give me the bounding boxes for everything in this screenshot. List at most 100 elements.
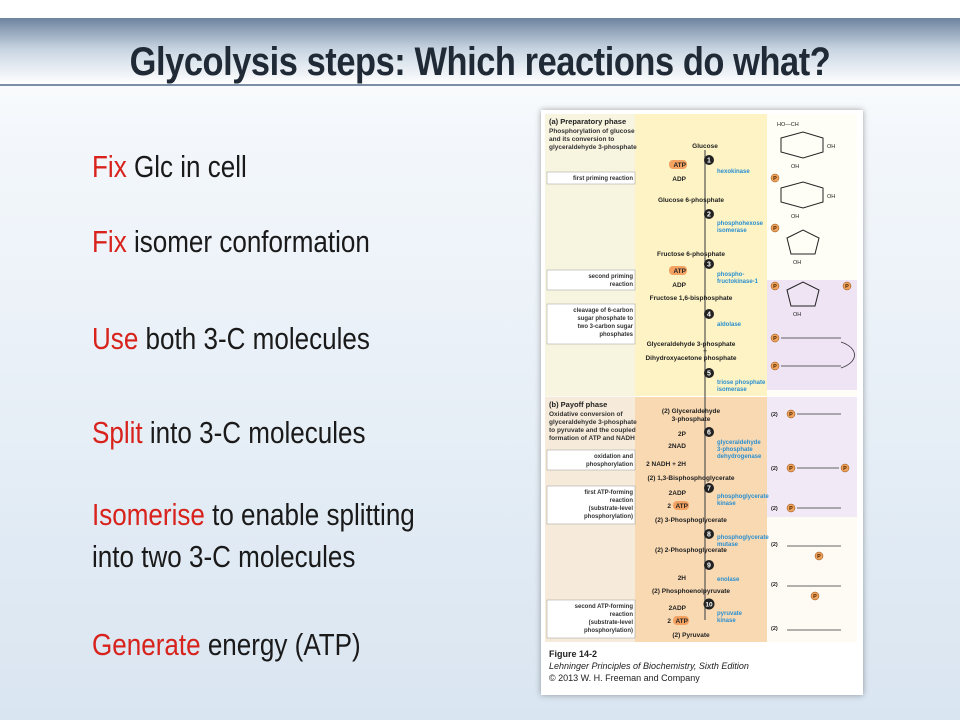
- structure-label: OH: [793, 260, 801, 266]
- phosphate-label: P: [773, 364, 777, 370]
- prep-desc-line: glyceraldehyde 3-phosphate: [549, 144, 637, 151]
- metabolite-dhap: Dihydroxyacetone phosphate: [645, 355, 736, 362]
- enzyme-label: kinase: [717, 618, 736, 624]
- metabolite-gap2: (2) Glyceraldehyde: [662, 408, 721, 415]
- structure-label: OH: [827, 194, 835, 200]
- enzymes: hexokinase phosphohexose isomerase phosp…: [717, 169, 769, 624]
- side-label-second-priming: reaction: [610, 282, 634, 288]
- enzyme-label: triose phosphate: [717, 380, 766, 386]
- atp-badge: [669, 160, 687, 169]
- step-keyword: Fix: [92, 149, 127, 184]
- pathway-diagram: (a) Preparatory phase Phosphorylation of…: [545, 114, 857, 642]
- metabolite-glucose: Glucose: [692, 143, 718, 150]
- enzyme-label: isomerase: [717, 228, 747, 234]
- step-number: 4: [707, 312, 711, 319]
- atp-badge: [669, 266, 687, 275]
- step-use-both: Use both 3-C molecules: [92, 318, 370, 360]
- figure-copyright: © 2013 W. H. Freeman and Company: [549, 673, 700, 683]
- cofactor-atp: ATP: [675, 503, 688, 510]
- side-label-first-atp: first ATP-forming: [584, 490, 633, 496]
- side-label-second-priming: second priming: [588, 274, 633, 280]
- metabolite-gap: Glyceraldehyde 3-phosphate: [647, 341, 736, 348]
- slide-title: Glycolysis steps: Which reactions do wha…: [129, 40, 831, 84]
- side-label-oxidation: phosphorylation: [586, 462, 633, 468]
- enzyme-label: isomerase: [717, 387, 747, 393]
- cofactor-nadh: 2 NADH + 2H: [646, 461, 686, 468]
- structure-count: (2): [771, 542, 778, 548]
- figure-book: Lehninger Principles of Biochemistry, Si…: [549, 661, 749, 671]
- phosphate-label: P: [773, 176, 777, 182]
- structure-count: (2): [771, 506, 778, 512]
- glycolysis-figure: (a) Preparatory phase Phosphorylation of…: [541, 110, 863, 695]
- step-number: 10: [705, 602, 713, 609]
- cofactor-h2o: 2H: [678, 575, 687, 582]
- enzyme-label: enolase: [717, 577, 740, 583]
- payoff-desc-line: glyceraldehyde 3-phosphate: [549, 419, 637, 426]
- side-label-first-atp: reaction: [610, 498, 634, 504]
- phosphate-label: P: [789, 466, 793, 472]
- payoff-desc-line: to pyruvate and the coupled: [549, 427, 636, 434]
- structure-label: OH: [827, 144, 835, 150]
- metabolites: Glucose Glucose 6-phosphate Fructose 6-p…: [645, 143, 736, 639]
- enzyme-label: phosphohexose: [717, 221, 764, 227]
- structure-label: OH: [793, 312, 801, 318]
- structure-count: (2): [771, 582, 778, 588]
- step-text: to enable splitting: [204, 497, 415, 532]
- triose-structures-bg: [767, 280, 857, 390]
- enzyme-label: aldolase: [717, 322, 742, 328]
- cofactors: ATP ADP ATP ADP 2P 2NAD 2 NADH + 2H 2ADP…: [646, 160, 689, 625]
- step-number: 9: [707, 563, 711, 570]
- phosphate-badges: P P P P P P P P P P P P: [770, 173, 852, 601]
- structure-count: (2): [771, 466, 778, 472]
- side-label-oxidation: oxidation and: [594, 454, 633, 460]
- structure-count: (2): [771, 626, 778, 632]
- side-label-cleavage: sugar phosphate to: [577, 316, 633, 322]
- enzyme-label: kinase: [717, 501, 736, 507]
- structure-label: HO—CH: [777, 122, 799, 128]
- structure-label: OH: [791, 214, 799, 220]
- metabolite-f16bp: Fructose 1,6-bisphosphate: [650, 295, 733, 302]
- enzyme-label: 3-phosphate: [717, 447, 753, 453]
- step-number: 8: [707, 532, 711, 539]
- side-label-cleavage: phosphates: [599, 332, 633, 338]
- isomerase-arrow: [840, 341, 855, 369]
- metabolite-pyr: (2) Pyruvate: [672, 632, 710, 639]
- step-text: into 3-C molecules: [142, 415, 366, 450]
- figure-number: Figure 14-2: [549, 649, 598, 659]
- label-column: [545, 114, 635, 642]
- step-fix-isomer: Fix isomer conformation: [92, 221, 370, 263]
- enzyme-label: phosphoglycerate: [717, 494, 769, 500]
- cofactor-atp: ATP: [673, 162, 686, 169]
- metabolite-f6p: Fructose 6-phosphate: [657, 251, 725, 258]
- cofactor-adp: 2ADP: [669, 605, 687, 612]
- structure-count: (2): [771, 412, 778, 418]
- step-text: Glc in cell: [126, 149, 247, 184]
- triose-bonds: [781, 337, 841, 631]
- side-label-cleavage: cleavage of 6-carbon: [573, 308, 633, 314]
- metabolite-pep: (2) Phosphoenolpyruvate: [652, 588, 730, 595]
- atp-badge: [673, 501, 689, 510]
- step-number: 1: [707, 158, 711, 165]
- step-generate: Generate energy (ATP): [92, 624, 361, 666]
- cofactor-atp: ATP: [673, 268, 686, 275]
- prep-header: (a) Preparatory phase: [549, 117, 626, 126]
- phosphate-label: P: [817, 554, 821, 560]
- cofactor-adp: ADP: [672, 282, 686, 289]
- cofactor-atp-count: 2: [667, 618, 671, 625]
- payoff-structures-bg: [767, 397, 857, 517]
- metabolite-pg3: (2) 3-Phosphoglycerate: [655, 517, 727, 524]
- step-keyword: Split: [92, 415, 143, 450]
- step-text: energy (ATP): [200, 627, 361, 662]
- cofactor-adp: ADP: [672, 176, 686, 183]
- step-number: 3: [707, 262, 711, 269]
- step-number: 2: [707, 212, 711, 219]
- phosphate-label: P: [845, 284, 849, 290]
- step-keyword: Generate: [92, 627, 201, 662]
- payoff-header: (b) Payoff phase: [549, 400, 607, 409]
- step-circles: 1 2 3 4 5 6 7 8 9 10: [703, 155, 715, 610]
- hexose-rings: [780, 131, 824, 307]
- metabolite-bpg: (2) 1,3-Bisphosphoglycerate: [647, 475, 734, 482]
- step-keyword: Fix: [92, 224, 127, 259]
- side-label-second-atp: phosphorylation): [584, 628, 633, 634]
